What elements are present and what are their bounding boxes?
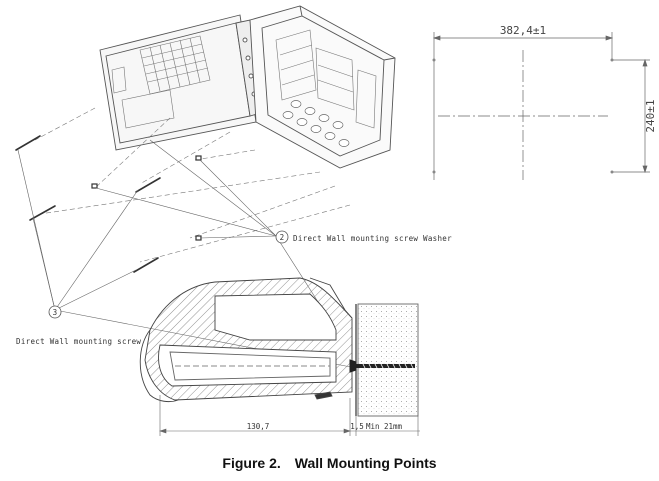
dimension-depth: 130,7: [247, 422, 270, 431]
callout-3-badge: 3: [48, 305, 62, 319]
callout-2-label: Direct Wall mounting screw Washer: [293, 234, 452, 243]
dimension-height: 240±1: [644, 99, 657, 132]
washers: [91, 155, 202, 241]
dimension-gap: 1,5: [350, 422, 364, 431]
figure-caption: Figure 2. Wall Mounting Points: [0, 455, 659, 471]
figure-title: Wall Mounting Points: [294, 455, 437, 471]
callout-3-label: Direct Wall mounting screw: [16, 337, 141, 346]
cross-section: [139, 277, 419, 417]
section-dimensions: [159, 395, 420, 436]
callout-3-number: 3: [53, 308, 58, 317]
figure-number: Figure 2.: [222, 455, 281, 471]
dimension-wall-min: Min 21mm: [366, 422, 403, 431]
projection-lines: [34, 107, 351, 263]
hole-pattern-drawing: [432, 32, 650, 180]
enclosure-drawing: [99, 5, 396, 169]
dimension-width: 382,4±1: [500, 24, 546, 37]
callout-2-badge: 2: [275, 230, 289, 244]
callout-2-number: 2: [280, 233, 285, 242]
mounting-screws: [15, 135, 161, 273]
